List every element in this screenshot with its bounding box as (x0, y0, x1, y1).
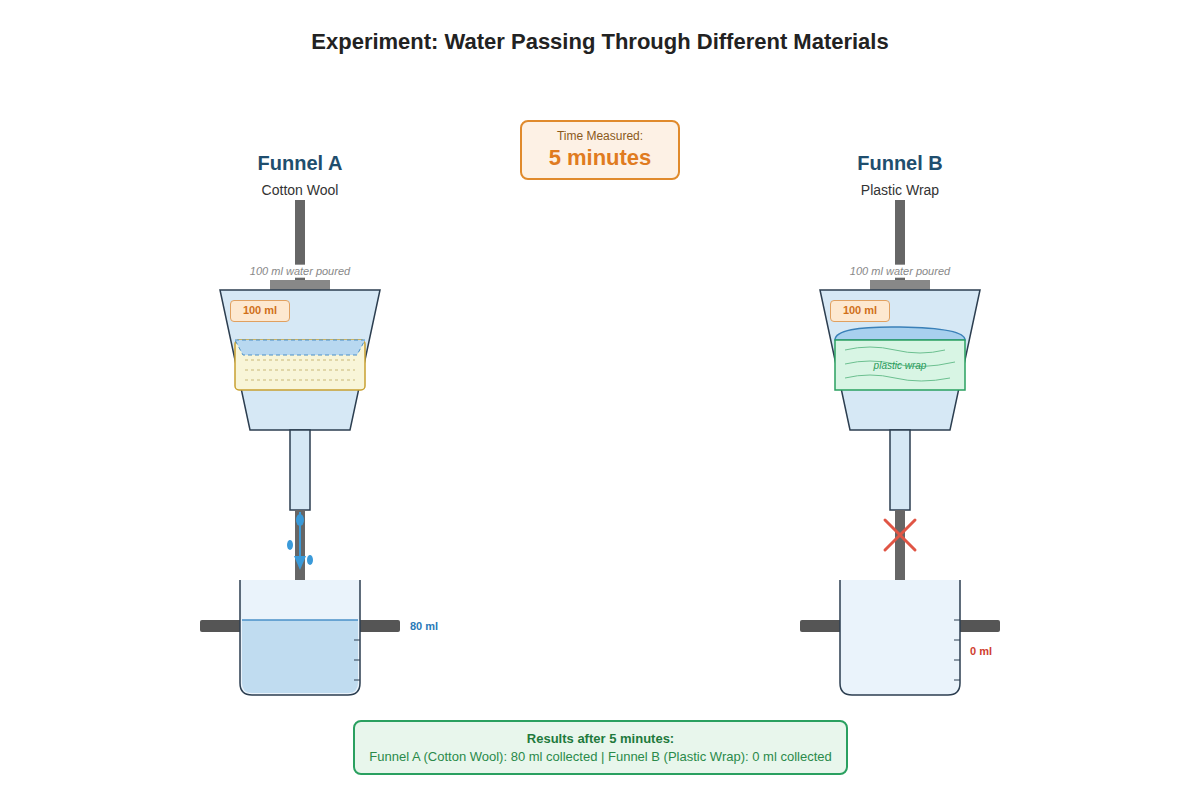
beaker-ticks (954, 620, 960, 680)
material-name: Cotton Wool (262, 182, 339, 198)
plastic-wrap (835, 340, 965, 390)
cotton-fibre (245, 370, 355, 371)
material-label: plastic wrap (845, 356, 955, 376)
water-drop (287, 540, 293, 550)
funnel-spout (890, 430, 910, 510)
pour-note: 100 ml water poured (247, 265, 353, 278)
funnel-name: Funnel A (258, 152, 343, 175)
beaker (840, 580, 960, 695)
funnel-spout (290, 430, 310, 510)
funnel-name: Funnel B (857, 152, 943, 175)
volume-reading: 80 ml (410, 620, 438, 633)
funnel (220, 290, 380, 430)
results-box: Results after 5 minutes: Funnel A (Cotton… (353, 720, 848, 775)
cotton-fibre (245, 360, 355, 361)
stand-pole (895, 510, 905, 580)
funnel (820, 290, 980, 430)
node-body: Funnel A (Cotton Wool): 80 ml collected … (369, 749, 831, 765)
water-level (242, 619, 358, 621)
node-heading: 100 ml (843, 304, 877, 317)
pooled-water (835, 327, 965, 340)
node-heading: Results after 5 minutes: (527, 731, 674, 747)
node-heading: plastic wrap (874, 360, 927, 372)
clamp (870, 280, 930, 290)
stand-pole (295, 510, 305, 580)
funnel-b-setup (800, 200, 1000, 695)
volume-tag: 100 ml (830, 300, 890, 322)
material-name: Plastic Wrap (861, 182, 939, 198)
time-box: Time Measured: 5 minutes (520, 120, 680, 180)
cotton-fibre (245, 380, 355, 381)
wrap-crease (845, 375, 950, 381)
node-body: 5 minutes (549, 145, 652, 171)
node-heading: Time Measured: (557, 129, 643, 143)
beaker-outline (240, 580, 360, 695)
water-drop (307, 555, 313, 565)
cotton-wool (235, 340, 365, 390)
no-flow-cross (885, 520, 915, 550)
volume-reading: 0 ml (970, 645, 992, 658)
beaker-ticks (354, 640, 360, 680)
water-layer (235, 340, 365, 355)
beaker-outline (840, 580, 960, 695)
clamp (270, 280, 330, 290)
node-heading: 100 ml (243, 304, 277, 317)
water-drop (296, 514, 304, 526)
beaker (240, 580, 360, 695)
water-arrow (294, 556, 306, 570)
volume-tag: 100 ml (230, 300, 290, 322)
diagram-title: Experiment: Water Passing Through Differ… (311, 29, 888, 54)
funnel-a-setup (200, 200, 400, 695)
wrap-crease (845, 347, 945, 353)
pour-note: 100 ml water poured (847, 265, 953, 278)
collected-water (242, 620, 358, 693)
